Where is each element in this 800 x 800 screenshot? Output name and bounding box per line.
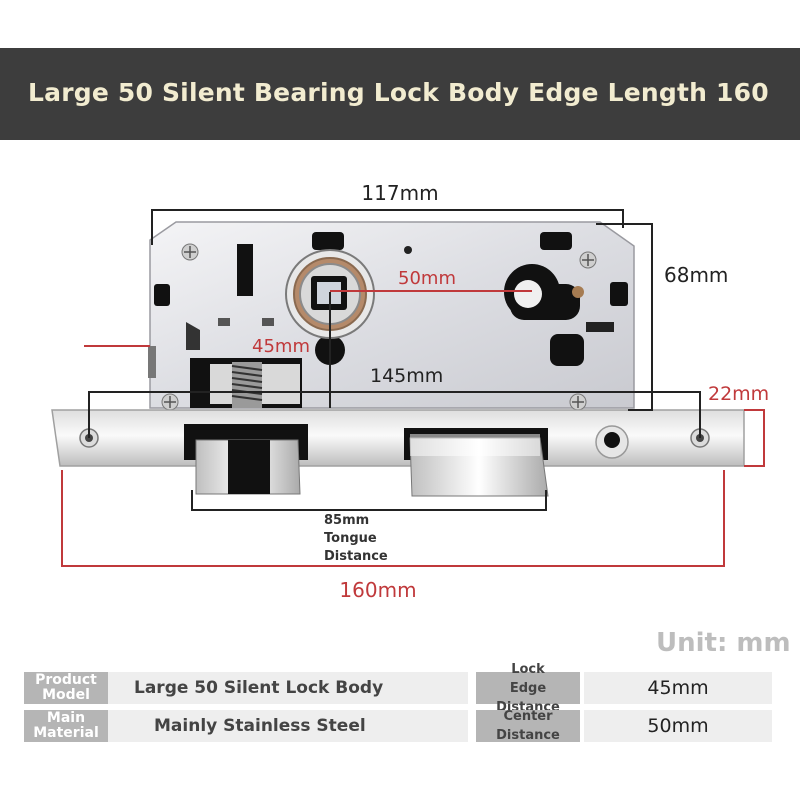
spec-row-product-model: Product Model Large 50 Silent Lock Body … [24, 662, 772, 715]
spec-value-main-material: Mainly Stainless Steel [108, 710, 468, 742]
case-slot [218, 318, 230, 326]
screw-icon [569, 393, 587, 411]
latch-bolt [184, 424, 308, 495]
dimension-line-68 [596, 223, 653, 411]
dimension-145mm: 145mm [370, 365, 443, 387]
dimension-line-22 [744, 409, 765, 467]
case-slot [148, 346, 156, 378]
dimension-line-160 [61, 470, 725, 567]
dimension-85mm-line2: Tongue [324, 531, 377, 546]
unit-label: Unit: mm [656, 628, 791, 658]
spec-value-center-distance: 50mm [584, 710, 772, 742]
case-slot [586, 322, 614, 332]
spec-value-lock-edge-distance: 45mm [584, 672, 772, 704]
latch-spring [231, 362, 263, 408]
screw-icon [161, 393, 179, 411]
spec-label-lock-edge-distance: Lock Edge Distance [476, 662, 580, 715]
case-slot [262, 318, 274, 326]
spec-label-product-model: Product Model [24, 672, 108, 704]
case-slot [312, 232, 344, 250]
spec-row-main-material: Main Material Mainly Stainless Steel Cen… [24, 709, 772, 743]
case-slot [237, 244, 253, 296]
spec-label-center-distance: Center Distance [476, 709, 580, 743]
dead-bolt [404, 428, 549, 497]
dimension-85mm-line3: Distance [324, 549, 388, 564]
spec-label-main-material: Main Material [24, 710, 108, 742]
case-tab [186, 322, 200, 350]
dimension-line-85 [191, 490, 547, 511]
dimension-22mm: 22mm [708, 383, 769, 405]
dimension-68mm: 68mm [664, 263, 728, 287]
title-banner: Large 50 Silent Bearing Lock Body Edge L… [0, 48, 800, 140]
screw-icon [181, 243, 199, 261]
case-slot [154, 284, 170, 306]
faceplate [51, 409, 745, 467]
case-slot [610, 282, 628, 306]
dimension-45mm: 45mm [252, 336, 310, 357]
spec-value-product-model: Large 50 Silent Lock Body [108, 672, 468, 704]
dimension-117mm: 117mm [361, 181, 438, 205]
faceplate-hole-icon [595, 425, 629, 459]
case-slot [540, 232, 572, 250]
case-hole [404, 246, 412, 254]
dimension-line-145 [88, 391, 701, 438]
dimension-85mm-line1: 85mm [324, 513, 369, 528]
page-title: Large 50 Silent Bearing Lock Body Edge L… [28, 78, 769, 107]
dimension-50mm: 50mm [398, 268, 456, 289]
dimension-160mm: 160mm [339, 578, 416, 602]
dimension-line-117 [151, 209, 624, 245]
screw-icon [579, 251, 597, 269]
case-slot [550, 334, 584, 366]
